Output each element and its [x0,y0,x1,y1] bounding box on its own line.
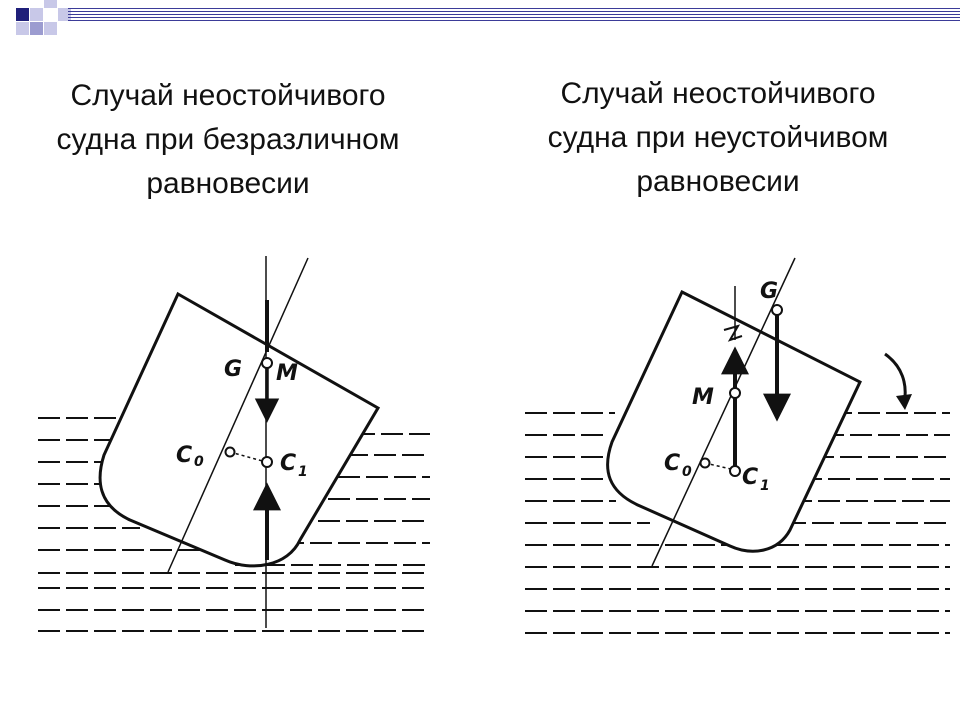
left-figure: G M C 0 C 1 [38,256,430,632]
left-c0-c1-link [229,451,267,463]
right-figure: G M C 0 C 1 [525,257,950,634]
left-label-c0-sub: 0 [194,454,204,470]
right-label-g: G [760,279,778,304]
caption-right: Случай неостойчивого судна при неустойчи… [490,72,946,204]
caption-right-line: судна при неустойчивом [547,121,889,154]
right-point-g [771,304,783,316]
caption-right-line: равновесии [636,165,800,198]
left-point-c1 [261,456,273,468]
caption-left-line: Случай неостойчивого [70,79,386,112]
right-point-c1 [729,465,741,477]
caption-left-line: судна при безразличном [56,123,400,156]
right-label-c1: C [742,465,758,490]
right-point-c0 [699,457,711,469]
right-force-mark [723,324,743,342]
right-label-m: M [692,385,714,410]
right-point-m [729,387,741,399]
left-label-c0: C [176,443,192,468]
left-label-c1: C [280,451,296,476]
left-label-g: G [224,357,242,382]
squares-pattern-icon [16,0,71,35]
caption-left: Случай неостойчивого судна при безразлич… [0,74,456,206]
caption-left-line: равновесии [146,167,310,200]
left-label-m: M [276,361,298,386]
right-label-c0: C [664,451,680,476]
right-label-c0-sub: 0 [682,464,692,480]
corner-squares-decoration [16,0,960,35]
left-point-g [261,357,273,369]
header-rule [68,8,960,21]
caption-right-line: Случай неостойчивого [560,77,876,110]
left-label-c1-sub: 1 [298,464,308,480]
right-label-c1-sub: 1 [760,478,770,494]
left-centerline [167,257,309,573]
left-hull [98,291,381,568]
curved-arrow-icon [884,352,912,410]
left-point-c0 [224,446,236,458]
